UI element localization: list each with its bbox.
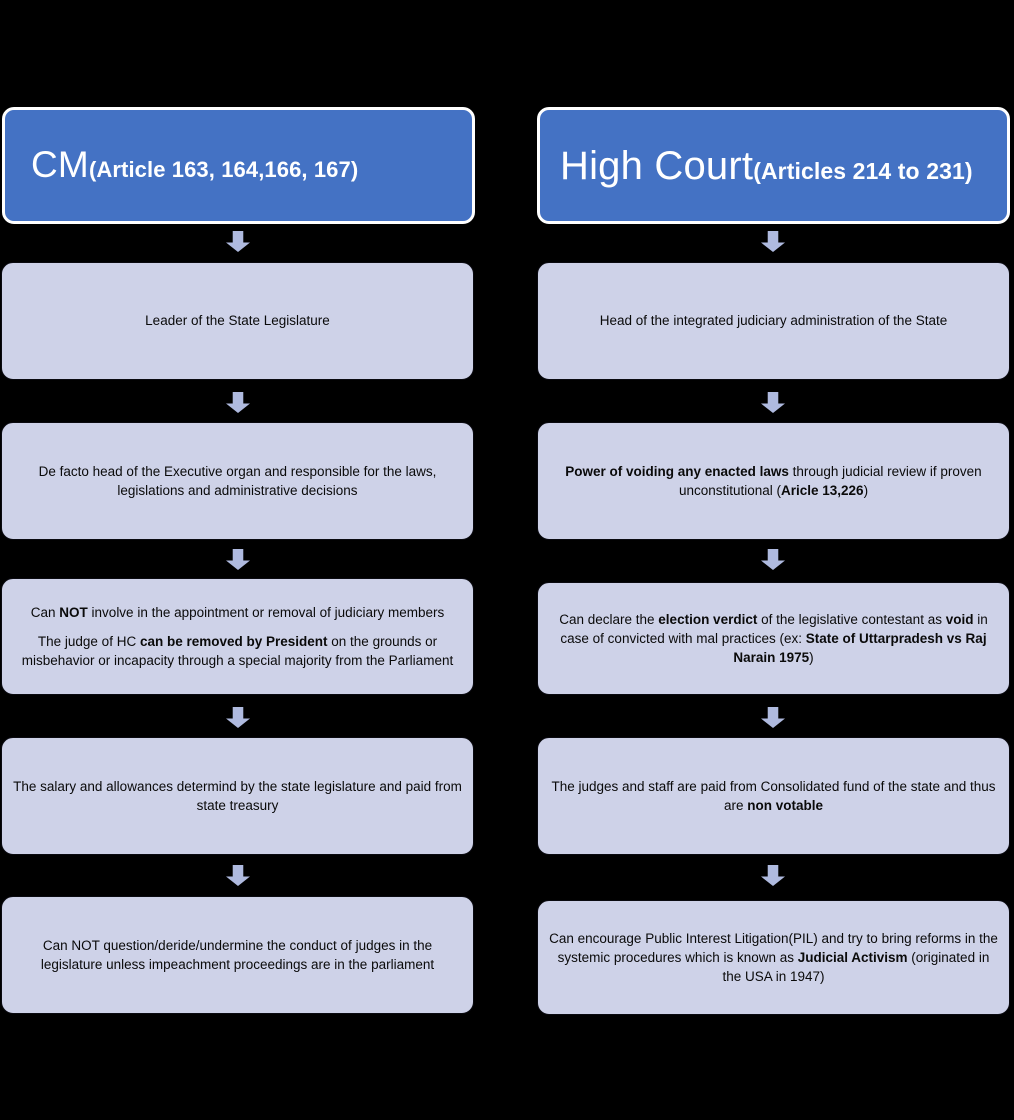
down-arrow-icon [226,231,250,252]
down-arrow-icon [226,392,250,413]
step-box-cm-4[interactable]: The salary and allowances determind by t… [1,737,474,855]
step-text-hc-3-p1: Can declare the election verdict of the … [559,611,988,666]
step-box-hc-2[interactable]: Power of voiding any enacted laws throug… [537,422,1010,540]
step-box-cm-5[interactable]: Can NOT question/deride/undermine the co… [1,896,474,1014]
step-box-hc-4[interactable]: The judges and staff are paid from Conso… [537,737,1010,855]
column-high-court: High Court(Articles 214 to 231) Head of … [537,0,1014,1120]
step-box-hc-1[interactable]: Head of the integrated judiciary adminis… [537,262,1010,380]
header-subtitle-high-court: (Articles 214 to 231) [753,157,973,184]
header-box-cm[interactable]: CM(Article 163, 164,166, 167) [2,107,475,224]
step-text-cm-4-p1: The salary and allowances determind by t… [13,778,462,813]
header-title-cm: CM [31,144,89,186]
step-box-hc-3[interactable]: Can declare the election verdict of the … [537,582,1010,695]
column-cm: CM(Article 163, 164,166, 167) Leader of … [0,0,477,1120]
down-arrow-icon [226,549,250,570]
step-text-hc-1-p1: Head of the integrated judiciary adminis… [599,313,948,329]
down-arrow-icon [761,865,785,886]
step-text-cm-3-p1: Can NOT involve in the appointment or re… [30,604,445,620]
down-arrow-icon [761,549,785,570]
step-text-hc-4-p1: The judges and staff are paid from Conso… [551,778,996,813]
step-text-hc-2-p1: Power of voiding any enacted laws throug… [565,463,982,498]
step-text-cm-3-p2: The judge of HC can be removed by Presid… [21,633,454,669]
step-box-hc-5[interactable]: Can encourage Public Interest Litigation… [537,900,1010,1015]
down-arrow-icon [226,707,250,728]
step-text-cm-1-p1: Leader of the State Legislature [145,313,330,329]
step-box-cm-3[interactable]: Can NOT involve in the appointment or re… [1,578,474,695]
header-title-high-court: High Court [560,143,754,188]
down-arrow-icon [761,707,785,728]
step-box-cm-2[interactable]: De facto head of the Executive organ and… [1,422,474,540]
header-box-high-court[interactable]: High Court(Articles 214 to 231) [537,107,1010,224]
header-subtitle-cm: (Article 163, 164,166, 167) [88,157,359,183]
down-arrow-icon [226,865,250,886]
down-arrow-icon [761,392,785,413]
down-arrow-icon [761,231,785,252]
step-box-cm-1[interactable]: Leader of the State Legislature [1,262,474,380]
step-text-cm-2-p1: De facto head of the Executive organ and… [38,463,437,498]
step-text-hc-5-p1: Can encourage Public Interest Litigation… [549,930,998,985]
step-text-cm-5-p1: Can NOT question/deride/undermine the co… [40,937,435,972]
